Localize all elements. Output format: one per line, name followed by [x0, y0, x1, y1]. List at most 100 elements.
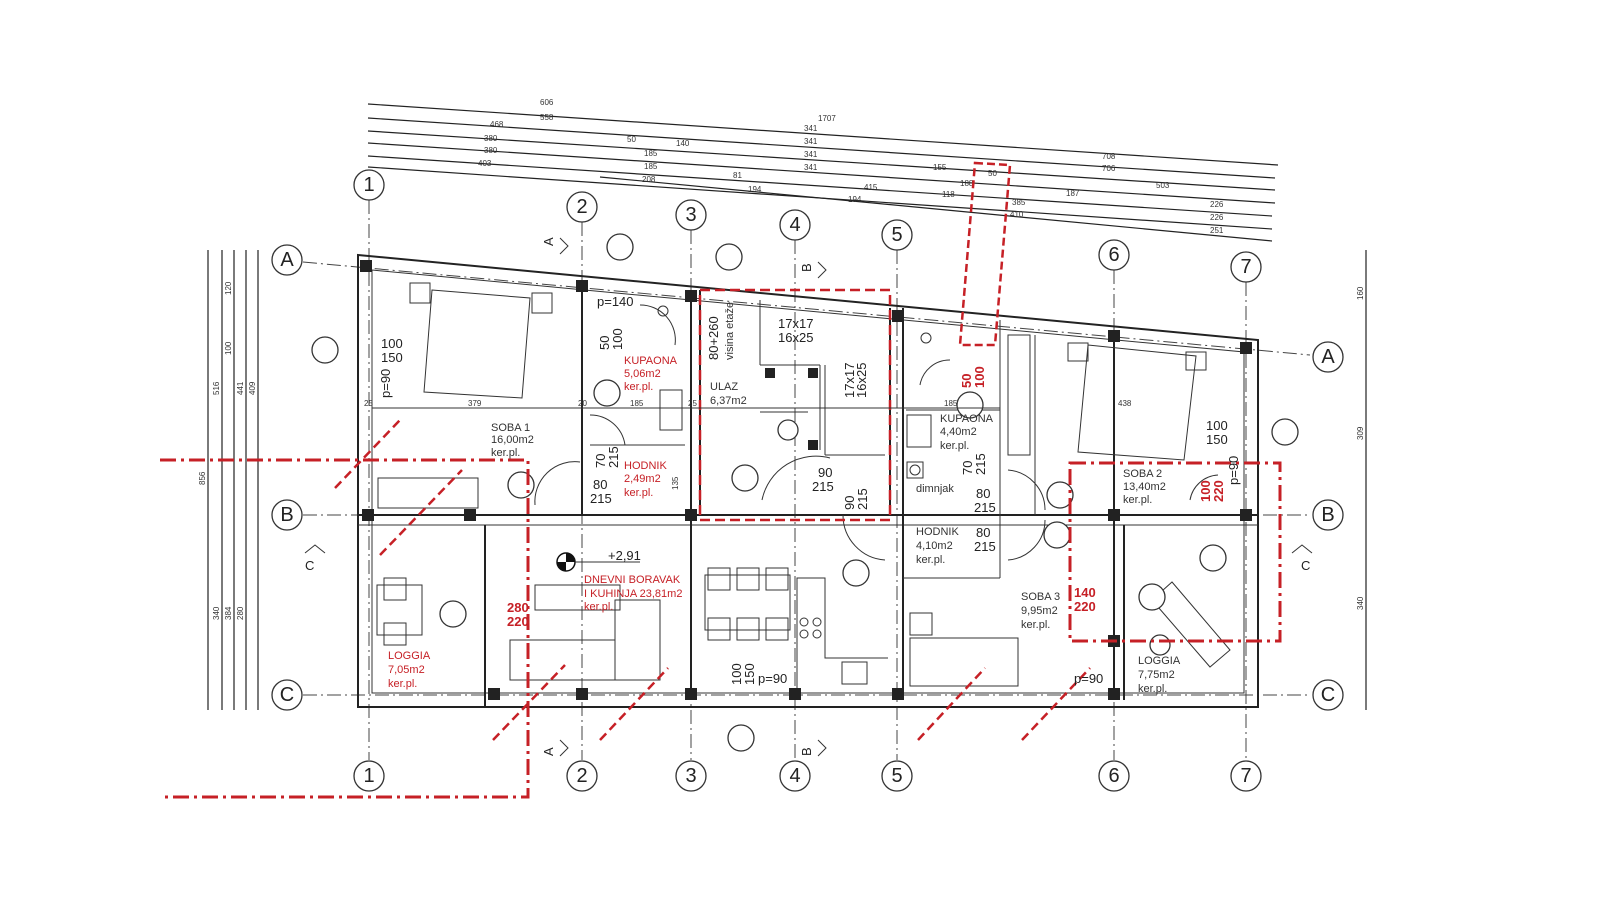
- plan-label: B: [1321, 504, 1334, 526]
- sink-icon: [841, 661, 868, 685]
- plan-mark: [765, 617, 789, 641]
- bed-soba-1: [423, 289, 531, 399]
- plan-label: C: [280, 684, 294, 706]
- plan-mark: [367, 103, 1279, 166]
- plan-mark: [1312, 341, 1344, 373]
- plan-mark: [1240, 509, 1252, 521]
- plan-mark: [881, 760, 913, 792]
- plan-mark: [1098, 239, 1130, 271]
- plan-label: SOBA 2: [1123, 468, 1162, 480]
- plan-label: 1: [363, 174, 374, 196]
- plan-label: A: [1321, 346, 1335, 368]
- plan-label: 185: [644, 162, 658, 171]
- plan-mark: [576, 280, 588, 292]
- plan-label: 309: [1356, 426, 1365, 440]
- plan-label: 160: [1356, 286, 1365, 300]
- plan-label: 118: [942, 190, 955, 199]
- plan-label: 150: [1206, 432, 1228, 447]
- plan-label: ker.pl.: [491, 447, 520, 459]
- plan-label: 9,95m2: [1021, 605, 1058, 617]
- plan-label: 17x17: [842, 363, 857, 398]
- plan-mark: [812, 629, 822, 639]
- plan-label: 341: [804, 124, 818, 133]
- plan-label: 3: [685, 765, 696, 787]
- plan-mark: [698, 288, 892, 522]
- plan-mark: [761, 455, 831, 501]
- plan-label: 185: [630, 399, 644, 408]
- plan-mark: [909, 464, 921, 476]
- plan-label: 194: [848, 195, 862, 204]
- plan-label: 100: [1198, 480, 1213, 502]
- plan-label: 25: [364, 399, 373, 408]
- plan-label: 385: [1012, 198, 1026, 207]
- plan-mark: [367, 142, 1276, 204]
- plan-label: 4,40m2: [940, 426, 977, 438]
- plan-mark: [892, 688, 904, 700]
- walls: [357, 253, 1259, 708]
- plan-mark: [1068, 461, 1282, 643]
- plan-mark: [371, 269, 1245, 694]
- plan-label: 708: [1102, 152, 1116, 161]
- axis-bubbles-side: A B C A B C: [271, 244, 1344, 711]
- plan-label: 50: [597, 336, 612, 350]
- plan-label: 220: [1074, 599, 1096, 614]
- plan-mark: [1007, 469, 1046, 511]
- plan-mark: [1230, 760, 1262, 792]
- plan-label: SOBA 1: [491, 422, 530, 434]
- plan-label: ker.pl.: [916, 554, 945, 566]
- plan-mark: [589, 414, 626, 446]
- plan-mark: [1108, 330, 1120, 342]
- plan-mark: [765, 567, 789, 591]
- plan-label: p=90: [378, 369, 393, 398]
- plan-label: DNEVNI BORAVAK: [584, 574, 681, 586]
- plan-label: ker.pl.: [1138, 683, 1167, 695]
- plan-label: 215: [606, 446, 621, 468]
- revision-marks: [160, 161, 1282, 799]
- plan-mark: [534, 461, 581, 506]
- plan-label: 16,00m2: [491, 434, 534, 446]
- plan-label: 341: [804, 150, 818, 159]
- columns: [360, 260, 1252, 700]
- plan-mark: [488, 688, 500, 700]
- plan-label: 81: [733, 171, 742, 180]
- plan-label: KUPAONA: [624, 355, 678, 367]
- plan-label: 150: [381, 350, 403, 365]
- plan-mark: [1312, 499, 1344, 531]
- plan-mark: [639, 304, 676, 346]
- plan-mark: [379, 469, 463, 556]
- plan-label: 187: [1066, 189, 1080, 198]
- plan-mark: [707, 567, 731, 591]
- plan-mark: [367, 130, 1276, 191]
- plan-label: 140: [1074, 585, 1096, 600]
- bathtub-icon-2: [906, 414, 932, 448]
- plan-mark: [1108, 688, 1120, 700]
- plan-label: 280: [507, 600, 529, 615]
- stair-labels: 80+260 visina etaže 17x17 16x25 17x17 16…: [706, 302, 869, 398]
- plan-label: 100: [381, 336, 403, 351]
- bathtub-icon: [659, 389, 683, 431]
- plan-mark: [1240, 342, 1252, 354]
- plan-label: KUPAONA: [940, 413, 994, 425]
- plan-label: 80: [976, 486, 990, 501]
- plan-label: 4: [789, 214, 800, 236]
- plan-mark: [1189, 474, 1219, 501]
- chimney-label: dimnjak: [916, 483, 954, 495]
- plan-mark: [736, 567, 760, 591]
- plan-label: 251: [1210, 226, 1224, 235]
- plan-label: p=90: [1074, 671, 1103, 686]
- plan-label: p=90: [758, 671, 787, 686]
- plan-mark: [1291, 544, 1313, 554]
- plan-label: 50: [959, 374, 974, 388]
- plan-label: 7: [1240, 256, 1251, 278]
- plan-label: 226: [1210, 200, 1224, 209]
- plan-mark: [956, 391, 984, 419]
- plan-mark: [509, 639, 616, 681]
- plan-label: ker.pl.: [388, 678, 417, 690]
- plan-mark: [334, 419, 401, 489]
- plan-label: C: [305, 558, 314, 573]
- plan-mark: [1046, 481, 1074, 509]
- plan-mark: [559, 237, 569, 255]
- plan-label: 90: [842, 496, 857, 510]
- plan-mark: [919, 359, 951, 386]
